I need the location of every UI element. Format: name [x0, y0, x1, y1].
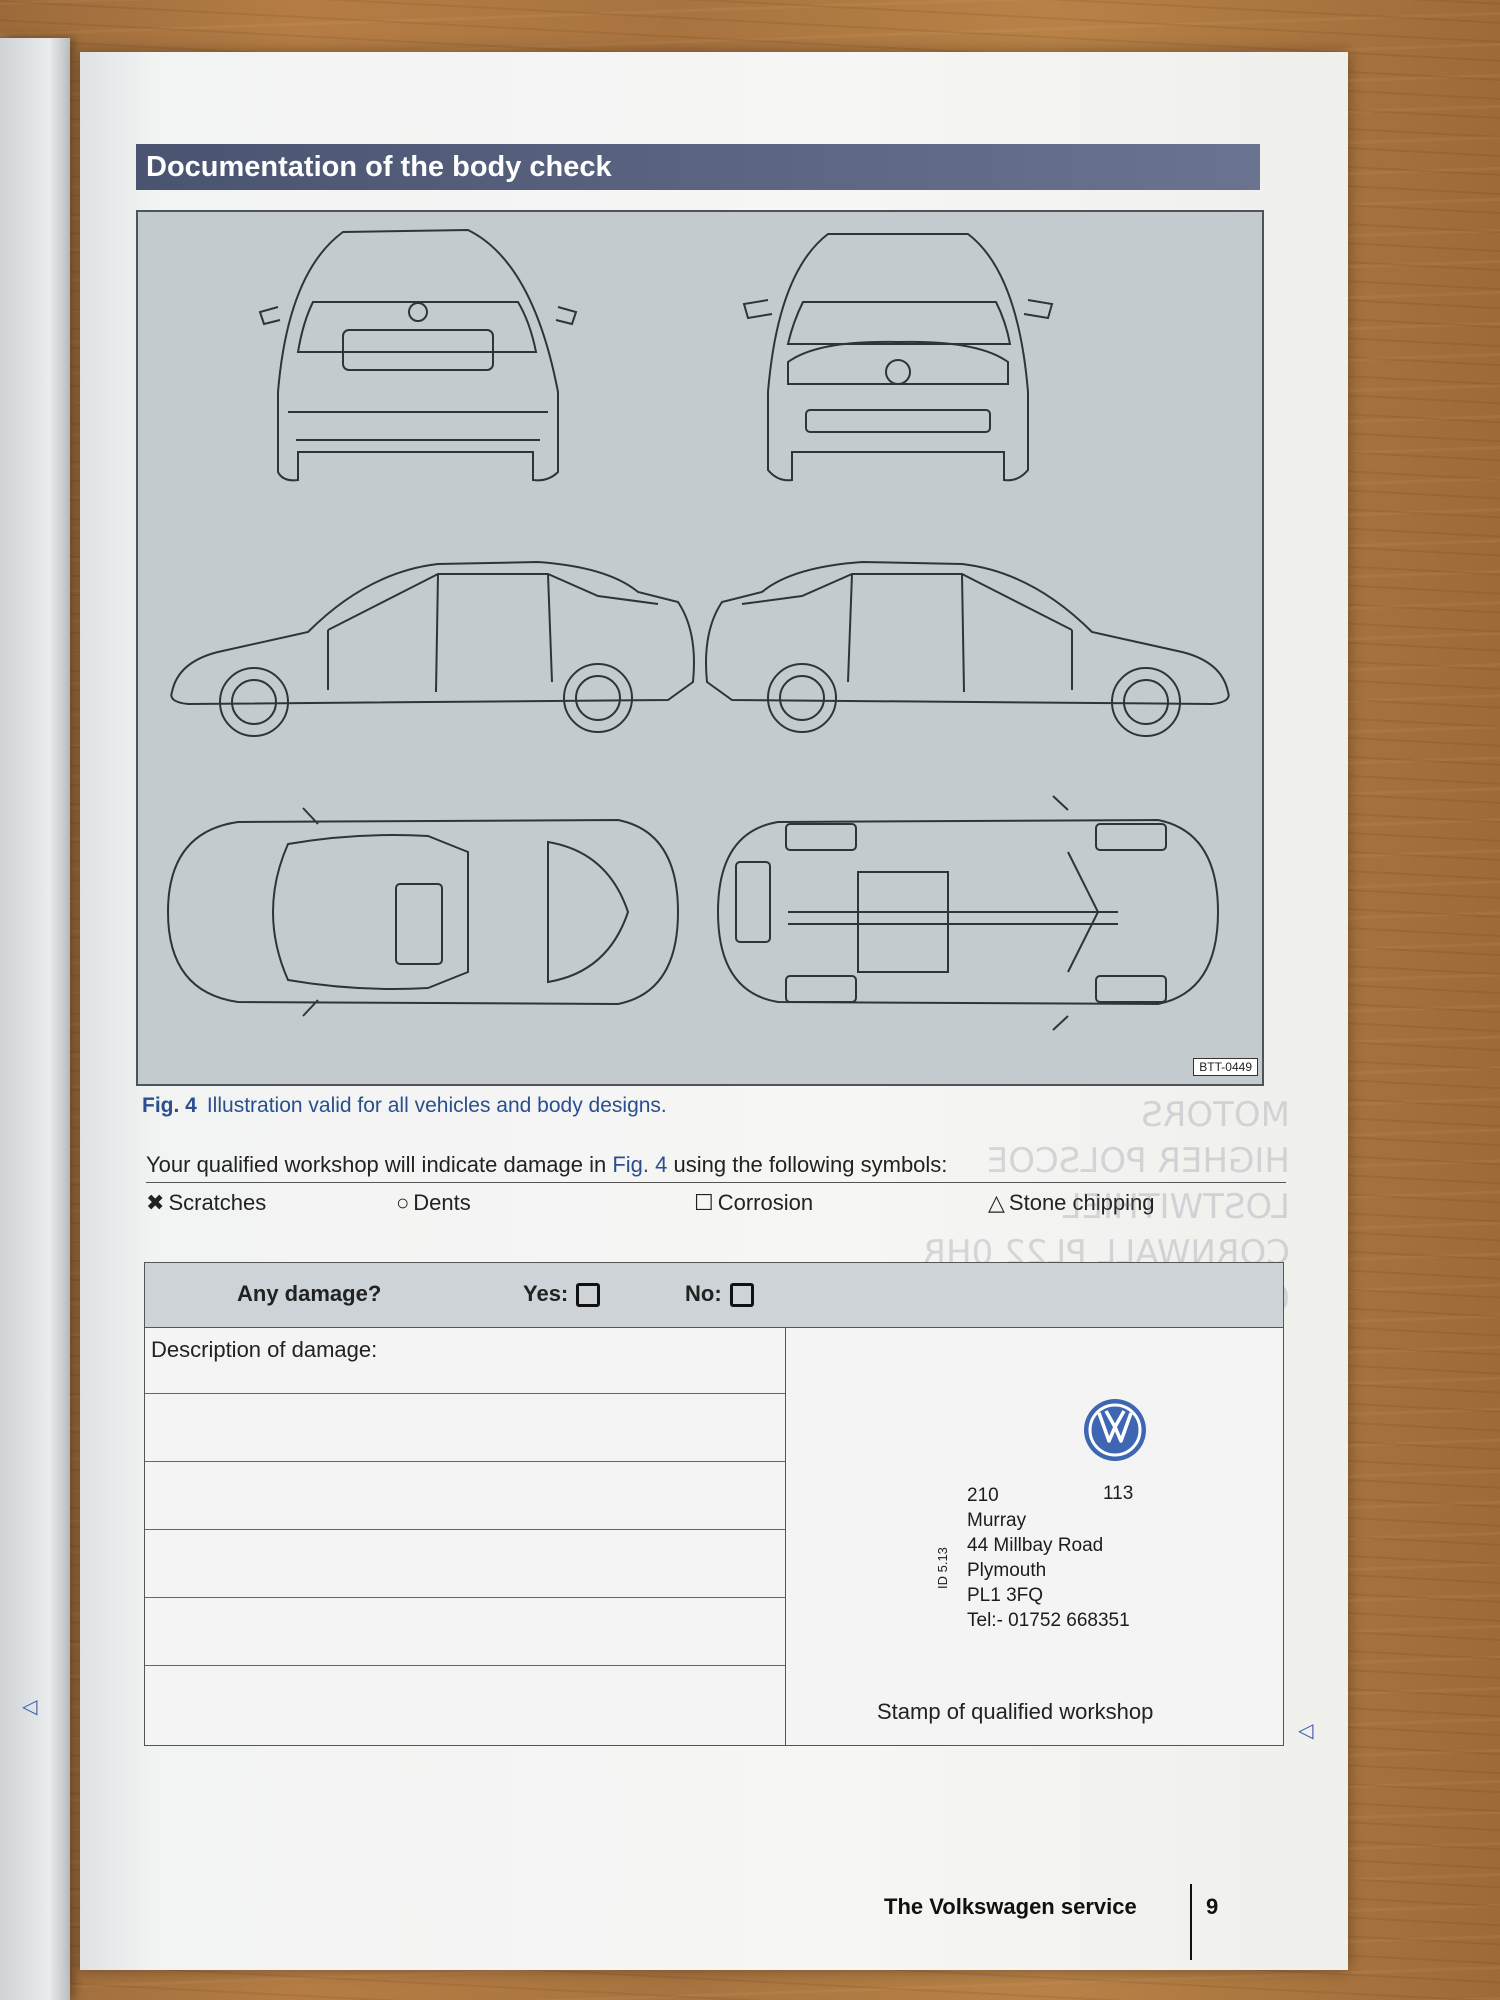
intro-text-before: Your qualified workshop will indicate da…: [146, 1152, 613, 1177]
stamp-line: PL1 3FQ: [967, 1585, 1044, 1606]
description-label: Description of damage:: [151, 1337, 378, 1362]
stamp-code-left: 210: [967, 1485, 999, 1506]
front-view-drawing: [742, 233, 1054, 482]
square-icon: ☐: [694, 1190, 714, 1215]
figure-caption-label: Fig. 4: [142, 1094, 197, 1117]
continue-triangle-icon: ◁: [22, 1696, 38, 1718]
vehicle-diagram-figure: BTT-0449: [136, 210, 1264, 1086]
figure-caption-text: Illustration valid for all vehicles and …: [206, 1094, 667, 1117]
any-damage-label: Any damage?: [237, 1281, 382, 1306]
footer-title: The Volkswagen service: [884, 1894, 1137, 1919]
vw-logo-icon: [1084, 1399, 1146, 1461]
continue-triangle-icon: ◁: [1298, 1720, 1314, 1742]
rear-view-drawing: [258, 228, 578, 482]
damage-description-column: Description of damage:: [145, 1327, 786, 1745]
workshop-stamp-area: 210 Murray 44 Millbay Road Plymouth PL1 …: [787, 1327, 1283, 1745]
symbols-intro: Your qualified workshop will indicate da…: [146, 1152, 1286, 1183]
no-option: No:: [685, 1281, 754, 1308]
stamp-caption: Stamp of qualified workshop: [877, 1699, 1154, 1724]
damage-symbols-legend: ✖Scratches ○Dents ☐Corrosion △Stone chip…: [146, 1190, 1286, 1224]
symbol-label: Stone chipping: [1008, 1190, 1155, 1215]
cross-icon: ✖: [146, 1190, 165, 1215]
description-line[interactable]: [145, 1529, 785, 1530]
stamp-code-right: 113: [1103, 1483, 1134, 1504]
yes-checkbox[interactable]: [576, 1283, 601, 1308]
damage-form-table: Any damage? Yes: No: Description of dama…: [144, 1262, 1284, 1746]
manual-page: Documentation of the body check: [80, 52, 1348, 1970]
right-side-view-drawing: [705, 560, 1230, 737]
footer-divider: [1190, 1884, 1192, 1960]
description-line[interactable]: [145, 1665, 785, 1666]
triangle-icon: △: [988, 1190, 1005, 1215]
top-view-drawing: [166, 807, 680, 1017]
symbol-corrosion: ☐Corrosion: [694, 1190, 813, 1216]
stamp-line: Tel:- 01752 668351: [967, 1610, 1130, 1631]
symbol-label: Scratches: [168, 1190, 267, 1215]
faint-stamp-line: MOTORS: [1141, 1095, 1290, 1135]
circle-icon: ○: [396, 1190, 410, 1215]
yes-label: Yes:: [523, 1281, 569, 1306]
symbol-scratches: ✖Scratches: [146, 1190, 266, 1216]
stamp-id-mark: ID 5.13: [935, 1547, 950, 1589]
symbol-label: Dents: [413, 1190, 471, 1215]
figure-code-label: BTT-0449: [1193, 1058, 1258, 1076]
description-line[interactable]: [145, 1393, 785, 1394]
description-line[interactable]: [145, 1597, 785, 1598]
stamp-address: 210 Murray 44 Millbay Road Plymouth PL1 …: [967, 1483, 1130, 1633]
symbol-dents: ○Dents: [396, 1190, 471, 1216]
yes-option: Yes:: [523, 1281, 601, 1308]
stamp-line: Murray: [967, 1510, 1027, 1531]
damage-form-header: Any damage? Yes: No:: [145, 1263, 1283, 1328]
previous-page-edge: ◁: [0, 38, 70, 2000]
intro-text-after: using the following symbols:: [667, 1152, 948, 1177]
stamp-line: Plymouth: [967, 1560, 1047, 1581]
no-label: No:: [685, 1281, 722, 1306]
vehicle-outline-drawings: [166, 228, 1230, 1031]
symbol-stone-chipping: △Stone chipping: [988, 1190, 1154, 1216]
section-title: Documentation of the body check: [136, 144, 1260, 190]
stamp-line: 44 Millbay Road: [967, 1535, 1104, 1556]
symbol-label: Corrosion: [717, 1190, 814, 1215]
intro-figure-ref: Fig. 4: [612, 1152, 668, 1177]
figure-caption: Fig. 4 Illustration valid for all vehicle…: [142, 1094, 667, 1118]
left-side-view-drawing: [170, 560, 695, 737]
description-line[interactable]: [145, 1461, 785, 1462]
no-checkbox[interactable]: [729, 1283, 754, 1308]
underside-view-drawing: [716, 795, 1220, 1031]
page-number: 9: [1206, 1894, 1219, 1919]
